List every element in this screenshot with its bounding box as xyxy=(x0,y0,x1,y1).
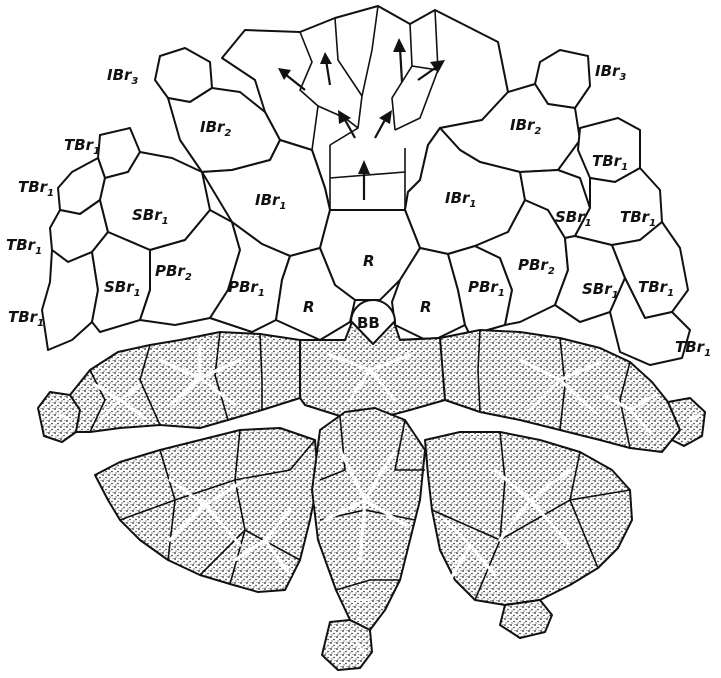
label-tbr1-left-4: TBr1 xyxy=(8,308,44,329)
label-tbr1-left-3: TBr1 xyxy=(6,236,42,257)
label-ibr3-right: IBr3 xyxy=(595,62,626,83)
label-r-right: R xyxy=(420,298,432,316)
label-ibr3-left: IBr3 xyxy=(107,66,138,87)
outer-lower-right-tip xyxy=(500,600,552,638)
label-bb: BB xyxy=(357,314,380,332)
outer-plates-lower-right xyxy=(425,432,632,605)
label-tbr1-left-2: TBr1 xyxy=(18,178,54,199)
plate-tbr1-left-4 xyxy=(42,250,98,350)
lower-plates xyxy=(38,322,705,670)
label-tbr1-left-1: TBr1 xyxy=(64,136,100,157)
label-r-top: R xyxy=(363,252,375,270)
label-tbr1-right-4: TBr1 xyxy=(675,338,711,359)
outer-central-tip xyxy=(322,620,372,670)
label-r-left: R xyxy=(303,298,315,316)
upper-plates xyxy=(42,6,690,365)
